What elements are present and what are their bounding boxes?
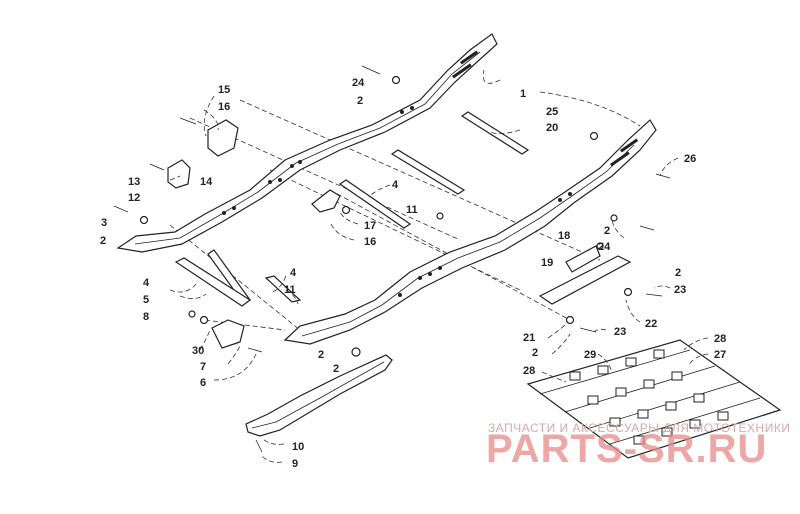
callout-14: 14 [200,176,213,188]
callout-26: 26 [684,153,696,165]
callout-19: 19 [541,257,553,269]
callout-18: 18 [558,230,570,242]
callout-13: 13 [128,176,140,188]
callout-4: 4 [290,267,297,279]
callout-28: 28 [714,333,726,345]
leader-lines [169,69,709,463]
hardware [113,65,671,453]
watermark-logo: PARTS-SR.RU [486,427,767,471]
callout-20: 20 [546,122,558,134]
callout-3: 3 [101,217,107,229]
callout-9: 9 [292,458,298,470]
callout-8: 8 [143,311,149,323]
callout-2: 2 [604,225,610,237]
callout-2: 2 [318,349,324,361]
callout-6: 6 [200,377,206,389]
callout-2: 2 [333,363,339,375]
callout-24: 24 [598,241,611,253]
callout-22: 22 [645,318,657,330]
callout-7: 7 [200,361,206,373]
watermark: ЗАПЧАСТИ И АКСЕССУАРЫ ДЛЯ МОТОТЕХНИКИ PA… [486,421,790,471]
rail-upper [116,33,498,253]
callout-23: 23 [614,326,626,338]
callout-16: 16 [218,101,230,113]
callout-4: 4 [392,179,399,191]
callout-16: 16 [364,236,376,248]
callout-4: 4 [143,277,150,289]
callout-24: 24 [352,77,365,89]
callout-2: 2 [675,267,681,279]
callout-2: 2 [100,235,106,247]
rail-lower [283,119,657,345]
callout-21: 21 [523,332,535,344]
callout-10: 10 [292,441,304,453]
callout-11: 11 [406,204,418,216]
callout-2: 2 [532,347,538,359]
callout-23: 23 [674,284,686,296]
callout-5: 5 [143,294,149,306]
callout-29: 29 [584,349,596,361]
callout-15: 15 [218,84,230,96]
callout-25: 25 [546,106,558,118]
callout-2: 2 [357,95,363,107]
callout-1: 1 [520,88,526,100]
callout-17: 17 [364,220,376,232]
callout-28: 28 [523,365,535,377]
callout-30: 30 [192,345,204,357]
callout-27: 27 [714,349,726,361]
cross-shafts [174,111,530,307]
wear-strip [245,354,393,437]
watermark-caption: ЗАПЧАСТИ И АКСЕССУАРЫ ДЛЯ МОТОТЕХНИКИ [488,421,790,435]
callout-11: 11 [284,284,296,296]
callout-labels: 1 2 2 2 2 2 2 2 3 4 4 4 5 6 7 8 9 10 11 … [100,77,726,470]
track-section [526,339,782,459]
callout-12: 12 [128,192,140,204]
